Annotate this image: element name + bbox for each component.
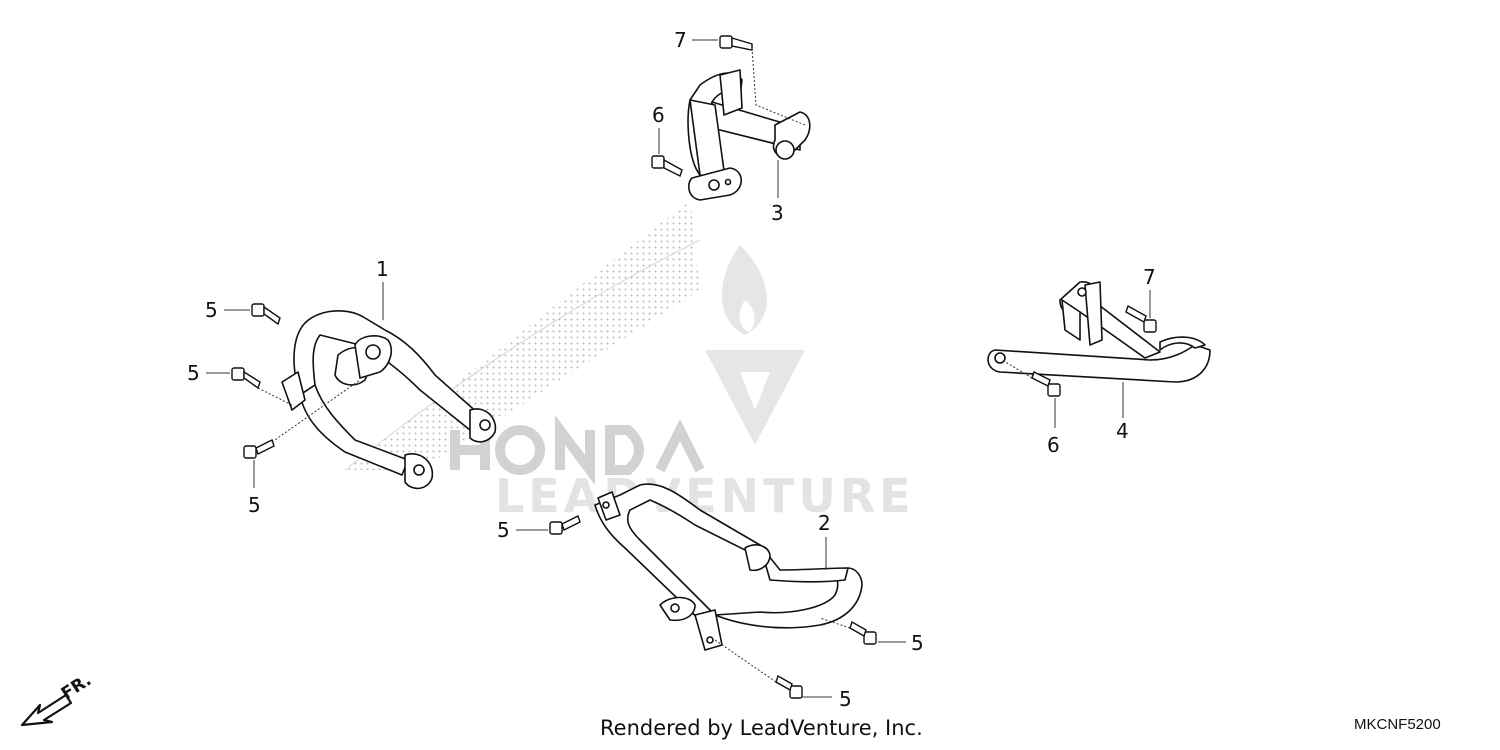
part-3-bracket	[687, 69, 811, 201]
front-direction-indicator: FR.	[20, 670, 95, 727]
brand-wing-watermark	[344, 200, 705, 485]
bolt-5-b	[231, 367, 261, 390]
leader-lines	[206, 39, 1151, 698]
part-1-bracket	[281, 310, 497, 490]
callout-5-e: 5	[911, 631, 924, 655]
callout-2: 2	[818, 511, 831, 535]
callout-1: 1	[376, 257, 389, 281]
bolt-5-f	[775, 674, 803, 699]
bolt-6-top	[651, 155, 683, 177]
brand-letters-watermark	[450, 415, 705, 485]
callout-3: 3	[771, 201, 784, 225]
bolt-7-top	[719, 35, 753, 51]
bolt-5-d	[549, 515, 581, 535]
callout-labels: 7 6 3 1 5 5 5 5 2 5 5 7 6 4	[187, 28, 1156, 711]
leadventure-logo-watermark: LEADVENTURE	[495, 245, 911, 523]
callout-5-b: 5	[187, 361, 200, 385]
callout-4: 4	[1116, 419, 1129, 443]
callout-6-top: 6	[652, 103, 665, 127]
bolt-5-a	[251, 303, 281, 326]
render-credit: Rendered by LeadVenture, Inc.	[600, 716, 923, 740]
front-arrow-icon	[20, 693, 73, 727]
callout-7-top: 7	[674, 28, 687, 52]
callout-6-right: 6	[1047, 433, 1060, 457]
bolt-5-e	[849, 620, 877, 645]
callout-5-d: 5	[497, 518, 510, 542]
callout-5-a: 5	[205, 298, 218, 322]
part-4-bracket	[987, 281, 1211, 383]
callout-5-f: 5	[839, 687, 852, 711]
callout-5-c: 5	[248, 493, 261, 517]
bolt-7-right	[1125, 304, 1157, 333]
bolt-5-c	[243, 439, 275, 459]
callout-7-right: 7	[1143, 265, 1156, 289]
diagram-code: MKCNF5200	[1354, 716, 1441, 733]
bolt-6-right	[1031, 371, 1061, 397]
